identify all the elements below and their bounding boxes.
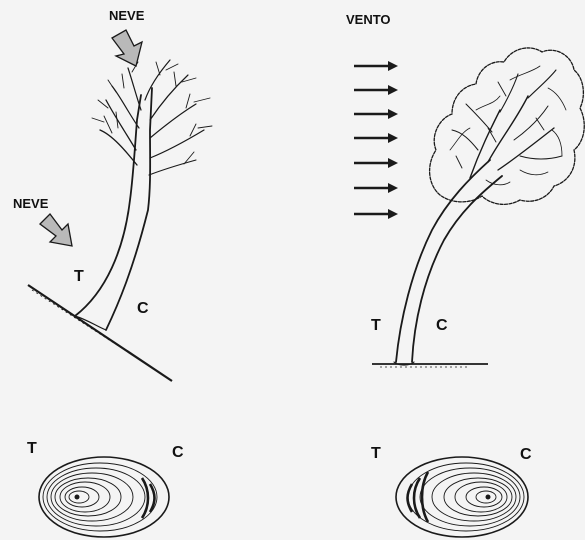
left-slope-ground — [28, 285, 172, 381]
right-rings-label-c: C — [520, 446, 532, 464]
right-ground — [372, 364, 488, 367]
right-rings-label-t: T — [371, 445, 381, 463]
left-tree — [75, 60, 212, 330]
right-tree-label-t: T — [371, 317, 381, 335]
left-tree-label-c: C — [137, 300, 149, 318]
snow-arrow-top — [112, 30, 142, 66]
wind-arrows — [354, 61, 398, 219]
wind-label: VENTO — [346, 12, 391, 27]
left-rings-label-c: C — [172, 444, 184, 462]
right-growth-rings — [396, 457, 528, 537]
right-tree — [394, 48, 584, 365]
left-rings-label-t: T — [27, 440, 37, 458]
snow-label-top: NEVE — [109, 8, 144, 23]
right-tree-label-c: C — [436, 317, 448, 335]
snow-arrow-left — [40, 214, 72, 246]
snow-label-left: NEVE — [13, 196, 48, 211]
left-tree-label-t: T — [74, 268, 84, 286]
left-growth-rings — [39, 457, 169, 537]
